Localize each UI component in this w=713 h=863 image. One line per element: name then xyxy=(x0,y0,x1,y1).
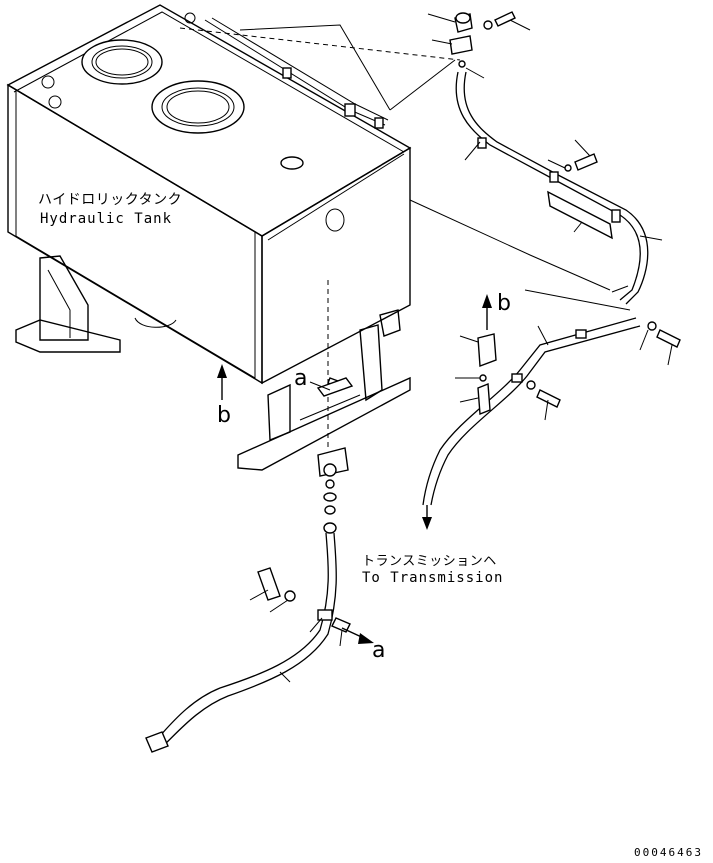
breather-tube xyxy=(179,17,461,129)
tank-outlet-fittings xyxy=(309,280,354,534)
port-fitting xyxy=(280,156,304,170)
tank-label-en: Hydraulic Tank xyxy=(40,211,173,227)
arrow-b-tank xyxy=(217,364,227,400)
top-fittings xyxy=(427,11,531,79)
arrow-b-bracket xyxy=(482,294,492,330)
transmission-pipe xyxy=(422,289,681,530)
filler-cap-front xyxy=(151,80,245,134)
mark-b-right: b xyxy=(497,291,511,316)
suction-hose xyxy=(145,532,374,753)
return-pipe xyxy=(409,71,663,305)
mark-b-left: b xyxy=(217,403,231,428)
transmission-label-en: To Transmission xyxy=(362,570,504,586)
tank-label-jp: ハイドロリックタンク xyxy=(38,192,183,208)
hydraulic-tank xyxy=(6,4,412,471)
mark-a-lower: a xyxy=(372,638,386,663)
transmission-label-jp: トランスミッションヘ xyxy=(362,554,497,569)
mark-a-upper: a xyxy=(294,366,308,391)
filler-cap-rear xyxy=(81,39,163,85)
drawing-code: 00046463 xyxy=(634,846,703,859)
sight-gauge xyxy=(325,208,345,232)
